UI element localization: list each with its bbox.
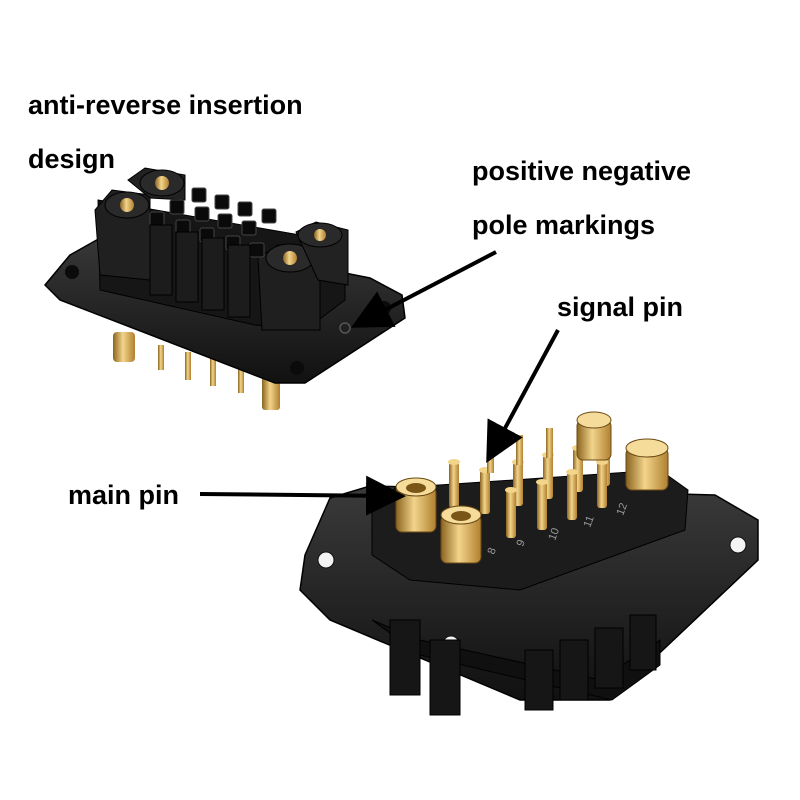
- pin-number-11: 11: [582, 514, 597, 529]
- pin-number-8: 8: [486, 546, 499, 556]
- main-pin-arrow: [199, 475, 406, 516]
- pin-number-labels: 8 9 10 11 12: [486, 501, 630, 556]
- signal-pin-label: signal pin: [557, 292, 684, 322]
- upper-mount-hole: [65, 265, 79, 279]
- pin-number-10: 10: [547, 526, 562, 542]
- upper-main-towers: [94, 167, 349, 331]
- signal-pin-arrow: [486, 329, 560, 464]
- upper-connector: [43, 167, 406, 410]
- annotation-arrows: [199, 250, 560, 516]
- upper-mount-hole: [290, 361, 304, 375]
- anti-reverse-label-line1: anti-reverse insertion: [28, 90, 303, 120]
- lower-connector: 8 9 10 11 12: [299, 411, 759, 716]
- pin-number-9: 9: [515, 538, 528, 548]
- polarity-mark: [339, 322, 351, 334]
- pole-markings-label-line2: pole markings: [472, 210, 656, 240]
- lower-mount-hole: [729, 536, 747, 554]
- anti-reverse-label-line2: design: [28, 144, 116, 174]
- pole-markings-label-line1: positive negative: [472, 156, 692, 186]
- lower-skirt-ribs: [389, 614, 657, 716]
- upper-body-ribs: [149, 224, 251, 318]
- pole-markings-arrow: [350, 250, 497, 328]
- pin-number-12: 12: [615, 501, 630, 517]
- lower-main-pins: [395, 411, 669, 564]
- lower-mount-hole: [317, 551, 335, 569]
- main-pin-label: main pin: [68, 480, 180, 510]
